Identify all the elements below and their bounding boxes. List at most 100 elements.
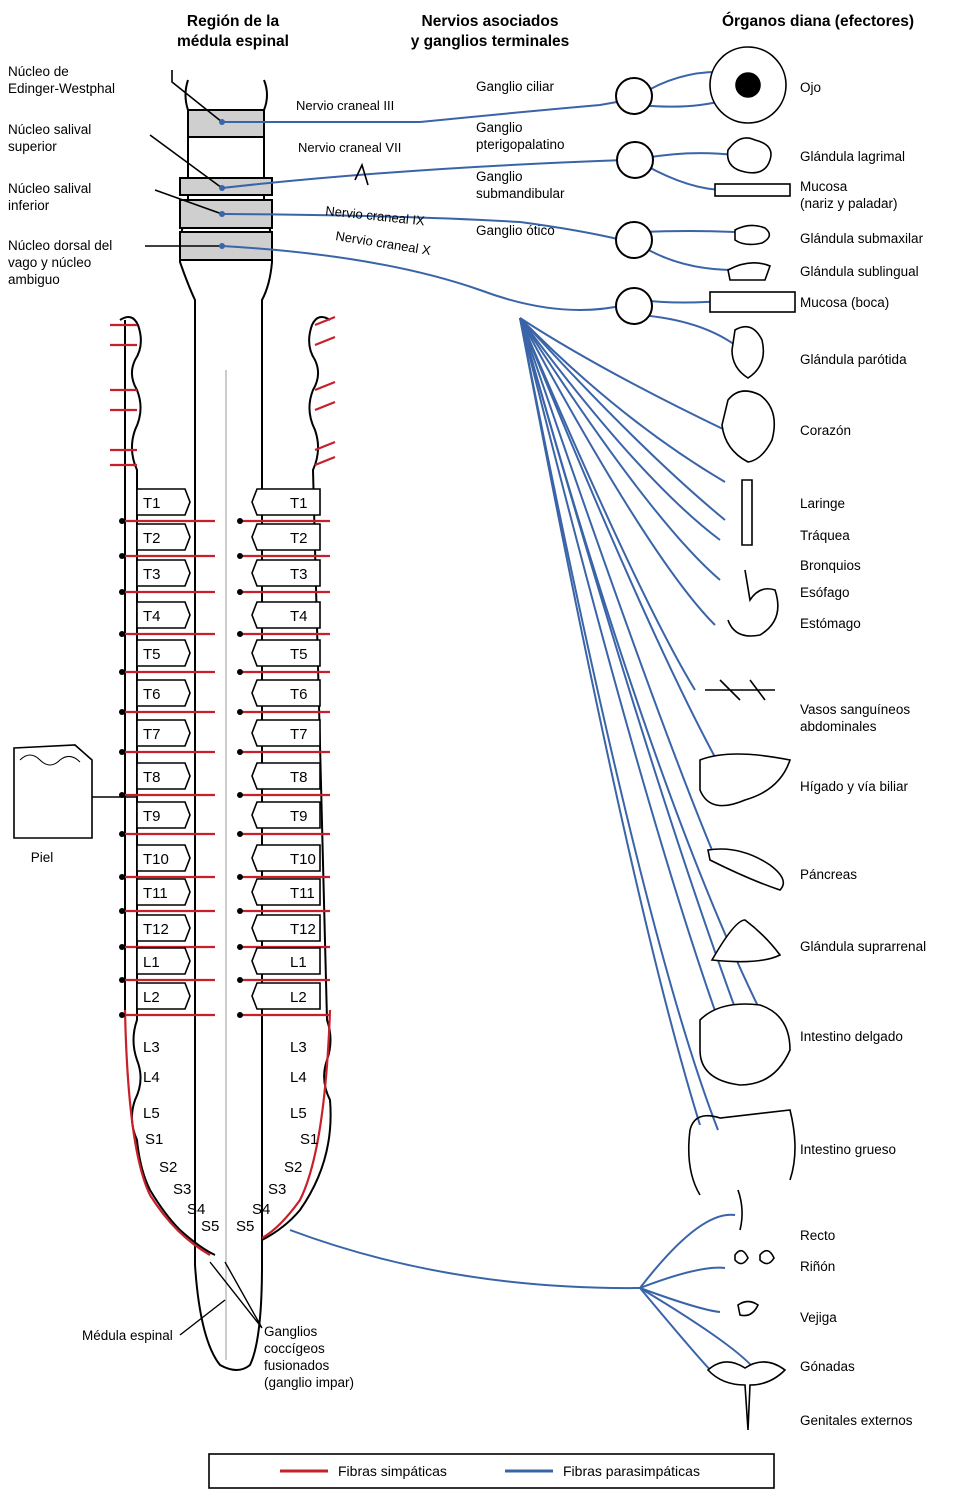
pancreas-icon	[707, 848, 785, 891]
organ-label: Genitales externos	[800, 1413, 913, 1428]
segment-label-left: T8	[143, 769, 161, 786]
nucleus-salival-inferior-l2: inferior	[8, 198, 50, 213]
oral-mucosa-icon	[709, 291, 796, 313]
nucleus-dots	[219, 119, 225, 249]
sympathetic-branch-right	[314, 455, 336, 467]
chain-ganglion-dot	[119, 631, 125, 637]
chain-ganglion-dot	[237, 589, 243, 595]
segment-label-right: T1	[290, 495, 308, 512]
kidney-bladder-icon	[734, 1249, 775, 1317]
segment-label-right: T11	[290, 885, 315, 902]
segment-label-right: S2	[284, 1159, 302, 1176]
sympathetic-branch-right	[314, 400, 336, 412]
chain-ganglion-dot	[237, 709, 243, 715]
organ-label: Laringe	[800, 496, 845, 511]
organ-label: Bronquios	[800, 558, 861, 573]
segment-label-right: T7	[290, 726, 308, 743]
segment-label-right: S5	[236, 1218, 254, 1235]
spinal-cord-label: Médula espinal	[82, 1328, 173, 1343]
segment-label-right: T4	[290, 608, 308, 625]
segment-label-left: S3	[173, 1181, 191, 1198]
segment-label-right: T6	[290, 686, 308, 703]
segment-label-left: S2	[159, 1159, 177, 1176]
chain-ganglion-dot	[119, 669, 125, 675]
sympathetic-lower-right	[261, 1009, 332, 1239]
legend: Fibras simpáticas Fibras parasimpáticas	[208, 1453, 775, 1489]
rectum-icon	[737, 1189, 743, 1231]
organ-label: Vasos sanguíneos	[800, 702, 910, 717]
segment-box-right	[251, 719, 321, 747]
segment-label-right: T9	[290, 808, 308, 825]
organ-label: Glándula sublingual	[800, 264, 919, 279]
chain-ganglion-dot	[119, 977, 125, 983]
sympathetic-branch-right	[314, 335, 336, 347]
organ-label: Recto	[800, 1228, 835, 1243]
organ-label: Intestino delgado	[800, 1029, 903, 1044]
bottom-labels: Médula espinal Ganglios coccígeos fusion…	[82, 1261, 354, 1390]
nucleus-pointers	[145, 70, 369, 247]
segment-label-right: T8	[290, 769, 308, 786]
segment-label-right: T2	[290, 530, 308, 547]
chain-ganglion-dot	[237, 518, 243, 524]
sympathetic-lower-left	[123, 1009, 211, 1256]
organ-label: Glándula parótida	[800, 352, 907, 367]
segment-label-right: T10	[290, 851, 316, 868]
segment-label-left: L5	[143, 1105, 160, 1122]
organ-label: Hígado y vía biliar	[800, 779, 909, 794]
organ-label: Ojo	[800, 80, 821, 95]
chain-ganglion-dot	[237, 944, 243, 950]
stomach-icon	[727, 569, 779, 637]
adrenal-gland-icon	[710, 919, 782, 963]
chain-ganglion-dot	[237, 631, 243, 637]
segment-label-right: L1	[290, 954, 307, 971]
parasympathetic-fibers	[221, 70, 776, 1381]
segment-box-right	[251, 982, 321, 1010]
organ-label: abdominales	[800, 719, 877, 734]
gonads-genitals-icon	[706, 1361, 787, 1431]
segment-box-left	[136, 679, 191, 707]
legend-sympathetic-label: Fibras simpáticas	[338, 1463, 447, 1479]
nucleus-edinger-westphal-l2: Edinger-Westphal	[8, 81, 115, 96]
cranial-nerve-x: Nervio craneal X	[335, 228, 433, 258]
segment-label-left: S1	[145, 1131, 163, 1148]
segment-label-left: T5	[143, 646, 161, 663]
segment-box-left	[136, 559, 191, 587]
segment-label-right: T12	[290, 921, 316, 938]
chain-ganglion-dot	[119, 944, 125, 950]
lacrimal-gland-icon	[726, 137, 772, 174]
segment-label-left: T6	[143, 686, 161, 703]
chain-ganglion-dot	[119, 589, 125, 595]
sympathetic-branch-right	[314, 315, 336, 327]
organ-label: Glándula suprarrenal	[800, 939, 926, 954]
nucleus-dorsal-vago-l3: ambiguo	[8, 272, 60, 287]
organ-label: (nariz y paladar)	[800, 196, 898, 211]
legend-parasympathetic-label: Fibras parasimpáticas	[563, 1463, 700, 1479]
ganglion-labels: Ganglio ciliar Ganglio pterigopalatino G…	[476, 79, 565, 238]
chain-ganglion-dot	[119, 831, 125, 837]
nucleus-edinger-westphal-l1: Núcleo de	[8, 64, 69, 79]
segment-box-left	[136, 947, 191, 975]
segment-label-left: S5	[201, 1218, 219, 1235]
segment-label-right: L5	[290, 1105, 307, 1122]
chain-ganglion-dot	[237, 1012, 243, 1018]
segment-label-right: T3	[290, 566, 308, 583]
cranial-nerve-vii: Nervio craneal VII	[298, 140, 401, 155]
chain-ganglion-dot	[119, 749, 125, 755]
segment-box-right	[251, 947, 321, 975]
segment-label-left: T11	[143, 885, 168, 902]
segment-box-left	[136, 719, 191, 747]
segment-box-right	[251, 801, 321, 829]
segment-label-left: T9	[143, 808, 161, 825]
chain-ganglion-dot	[119, 553, 125, 559]
segment-label-right: L4	[290, 1069, 307, 1086]
nucleus-dorsal-vago-l2: vago y núcleo	[8, 255, 91, 270]
nucleus-salival-superior-l2: superior	[8, 139, 57, 154]
segment-box-left	[136, 639, 191, 667]
segment-box-right	[251, 559, 321, 587]
cranial-nerve-ix: Nervio craneal IX	[325, 203, 426, 228]
organ-label: Corazón	[800, 423, 851, 438]
segment-box-left	[136, 914, 191, 942]
